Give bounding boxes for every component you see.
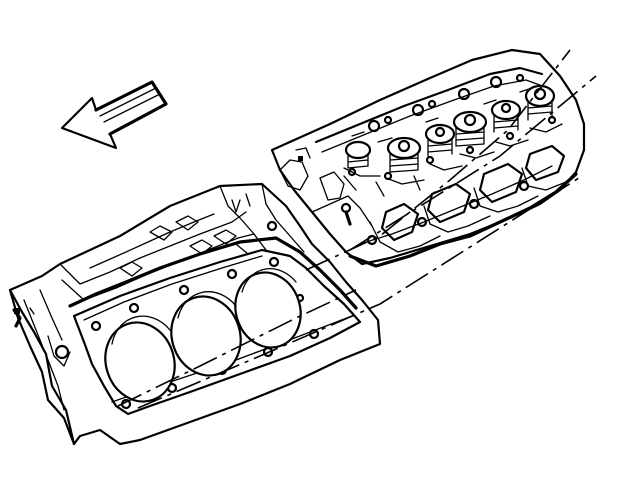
alignment-line-front [137, 175, 583, 409]
valve-spring-3 [424, 123, 456, 157]
cylinder-bore-1 [104, 321, 176, 403]
alignment-line-right [349, 75, 597, 251]
valve-spring-1 [344, 140, 372, 169]
arrow-left-icon [60, 80, 168, 150]
dowel-pin-marker [14, 308, 20, 314]
alignment-guide-lines [117, 49, 597, 409]
dowel-pin-marker [298, 156, 303, 161]
valve-train [343, 73, 563, 197]
valve-spring-5 [490, 99, 522, 133]
cylinder-bore-3 [234, 271, 302, 349]
alignment-line-lower [117, 289, 357, 407]
cylinder-bores [104, 268, 302, 403]
valve-spring-4 [452, 110, 488, 147]
valve-spring-2 [386, 136, 422, 173]
